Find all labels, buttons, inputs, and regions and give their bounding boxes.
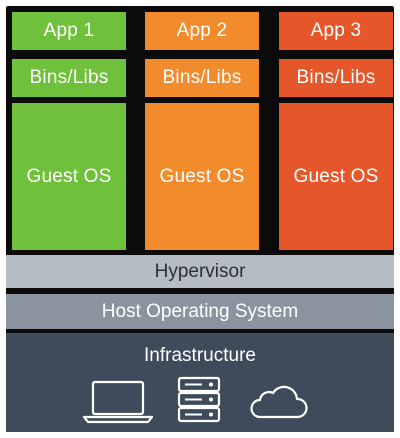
hypervisor-layer: Hypervisor (6, 255, 394, 288)
guest-os-block-1: Guest OS (12, 103, 126, 250)
bins-libs-block-3: Bins/Libs (279, 59, 393, 97)
app-block-3: App 3 (279, 12, 393, 50)
bins-libs-block-1: Bins/Libs (12, 59, 126, 97)
guest-os-block-3: Guest OS (279, 103, 393, 250)
app-block-2: App 2 (145, 12, 259, 50)
bins-libs-block-2: Bins/Libs (145, 59, 259, 97)
host-os-label: Host Operating System (101, 300, 299, 322)
app-block-1: App 1 (12, 12, 126, 50)
infrastructure-label: Infrastructure (144, 345, 256, 366)
vm-architecture-diagram: App 1 Bins/Libs Guest OS App 2 Bins/Libs… (6, 6, 394, 432)
server-rack-icon (177, 376, 221, 423)
infrastructure-layer: Infrastructure (6, 333, 394, 432)
cloud-icon (250, 385, 308, 419)
laptop-icon (82, 380, 154, 424)
guest-os-block-2: Guest OS (145, 103, 259, 250)
host-os-layer: Host Operating System (6, 294, 394, 329)
hypervisor-label: Hypervisor (154, 260, 246, 282)
